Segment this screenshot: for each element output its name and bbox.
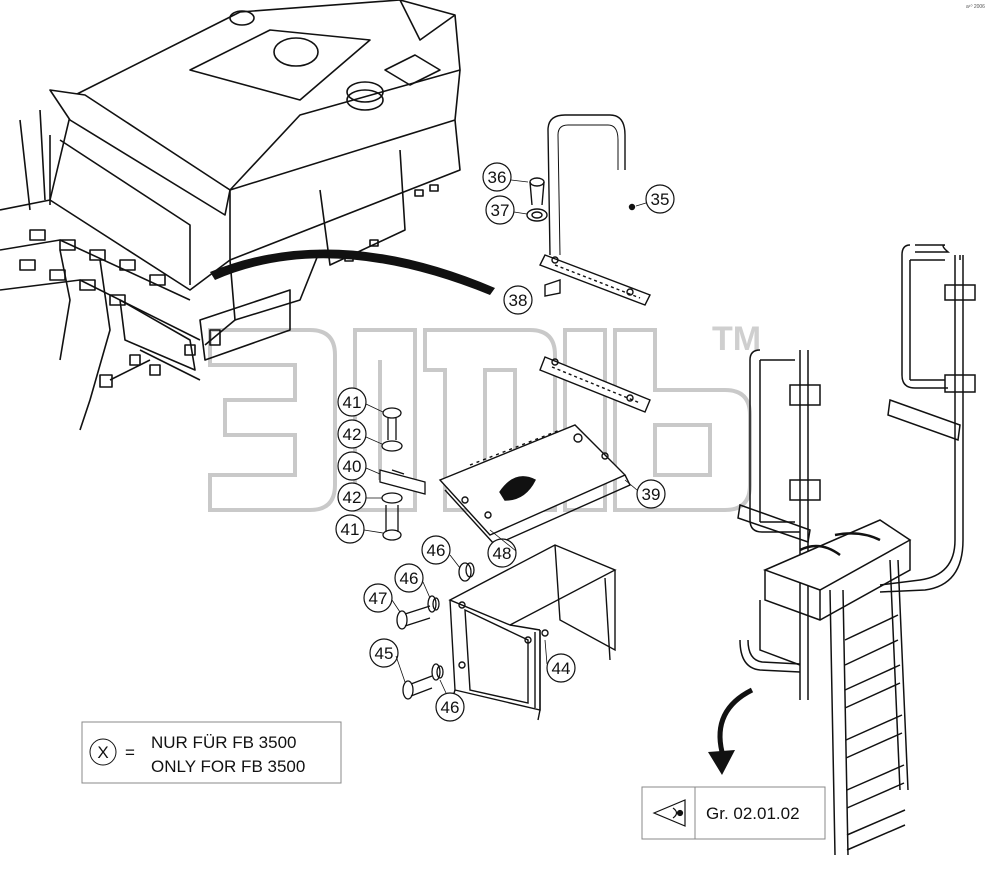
svg-text:42: 42	[343, 425, 362, 444]
callout-45: 45	[369, 638, 399, 668]
callout-42-lower: 42	[337, 482, 367, 512]
callout-41-lower: 41	[335, 514, 365, 544]
reference-box: Gr. 02.01.02	[641, 786, 826, 840]
assembly-arrow	[210, 249, 495, 295]
svg-text:42: 42	[343, 488, 362, 507]
svg-text:45: 45	[375, 644, 394, 663]
svg-text:37: 37	[491, 201, 510, 220]
storage-box-frame	[448, 544, 617, 721]
callout-46-top: 46	[421, 535, 451, 565]
svg-text:39: 39	[642, 485, 661, 504]
note-line-en: ONLY FOR FB 3500	[151, 757, 305, 776]
handrail-upper	[526, 114, 651, 306]
callout-47: 47	[363, 583, 393, 613]
reference-label: Gr. 02.01.02	[706, 804, 800, 823]
svg-text:47: 47	[369, 589, 388, 608]
note-symbol: X	[97, 743, 108, 762]
svg-text:46: 46	[441, 698, 460, 717]
leader-lines	[363, 179, 647, 694]
svg-text:38: 38	[509, 291, 528, 310]
callout-39: 39	[636, 479, 666, 509]
svg-text:48: 48	[493, 544, 512, 563]
callout-35: 35	[645, 184, 675, 214]
svg-text:41: 41	[341, 520, 360, 539]
callout-38: 38	[503, 285, 533, 315]
machine-body	[0, 0, 461, 431]
view-direction-icon	[652, 799, 686, 827]
callout-46-bottom: 46	[435, 692, 465, 722]
step-plate	[438, 424, 631, 546]
callout-46-middle: 46	[394, 563, 424, 593]
callout-40: 40	[337, 451, 367, 481]
callout-42-upper: 42	[337, 419, 367, 449]
fasteners-lower	[396, 562, 475, 700]
callout-37: 37	[485, 195, 515, 225]
callout-48: 48	[487, 538, 517, 568]
svg-text:46: 46	[400, 569, 419, 588]
corner-mark: a¹⁰ 2006	[966, 4, 985, 10]
note-box: X = NUR FÜR FB 3500 ONLY FOR FB 3500	[81, 721, 342, 784]
callout-44: 44	[546, 653, 576, 683]
svg-text:41: 41	[343, 393, 362, 412]
note-line-de: NUR FÜR FB 3500	[151, 733, 296, 752]
callouts: 35 36 37 38 39 40 41 41 42 42 44 45 46 4…	[335, 162, 675, 722]
note-equals: =	[125, 743, 135, 762]
callout-41-upper: 41	[337, 387, 367, 417]
svg-text:35: 35	[651, 190, 670, 209]
callout-36: 36	[482, 162, 512, 192]
ladder-assembly	[737, 244, 976, 856]
svg-text:40: 40	[343, 457, 362, 476]
reference-arrow	[708, 687, 754, 775]
bracket-plate	[539, 356, 651, 413]
bolt-stack	[379, 407, 426, 541]
svg-text:46: 46	[427, 541, 446, 560]
svg-text:36: 36	[488, 168, 507, 187]
svg-text:44: 44	[552, 659, 571, 678]
